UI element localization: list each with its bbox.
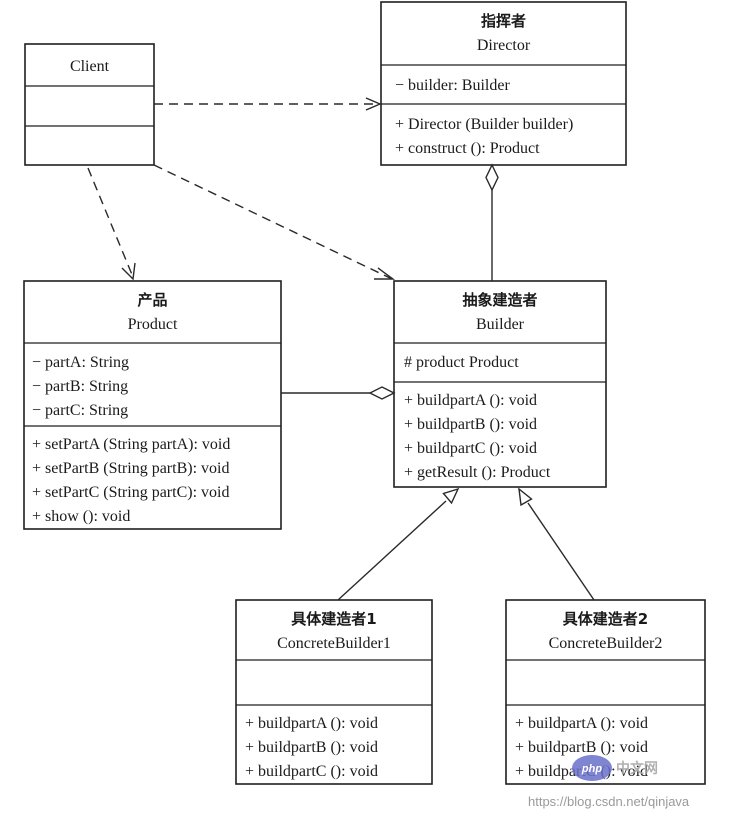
product-operation: + show (): void [32, 508, 130, 525]
product-attribute: − partB: String [32, 378, 128, 395]
client-box [24, 43, 155, 166]
builder-operation: + buildpartA (): void [404, 392, 537, 409]
director-box [380, 1, 627, 166]
watermark-php: php [581, 763, 602, 775]
director-name-en: Director [477, 37, 531, 54]
dependency-client-director [154, 97, 382, 111]
dependency-client-product [87, 167, 136, 281]
watermark-url: https://blog.csdn.net/qinjava [528, 794, 690, 809]
product-attribute: − partC: String [32, 402, 128, 419]
builder-operation: + buildpartC (): void [404, 440, 537, 457]
class-builder: 抽象建造者 Builder # product Product + buildp… [393, 280, 607, 488]
php-logo-icon [572, 755, 612, 781]
class-concrete-builder-1: 具体建造者1 ConcreteBuilder1 + buildpartA ():… [235, 599, 433, 785]
concrete-builder-1-operation: + buildpartC (): void [245, 763, 378, 780]
aggregation-diamond-icon [485, 163, 499, 192]
class-concrete-builder-2: 具体建造者2 ConcreteBuilder2 + buildpartA ():… [505, 599, 706, 785]
concrete-builder-2-operation: + buildpartB (): void [515, 739, 648, 756]
builder-attribute: # product Product [404, 354, 519, 371]
watermark-badge: php 中文网 [572, 755, 658, 781]
open-arrow-icon [374, 267, 396, 280]
product-operation: + setPartC (String partC): void [32, 484, 229, 501]
concrete-builder-1-box [235, 599, 433, 785]
concrete-builder-2-name-zh: 具体建造者2 [563, 610, 648, 628]
product-operation: + setPartB (String partB): void [32, 460, 229, 477]
builder-name-zh: 抽象建造者 [462, 291, 537, 309]
inheritance-triangle-icon [442, 487, 460, 505]
dependency-client-builder [153, 164, 396, 280]
product-name-en: Product [128, 316, 178, 333]
builder-operation: + getResult (): Product [404, 464, 551, 481]
builder-operation: + buildpartB (): void [404, 416, 537, 433]
class-client: Client [24, 43, 155, 166]
product-name-zh: 产品 [137, 291, 167, 309]
aggregation-product-builder [281, 386, 396, 400]
concrete-builder-1-operation: + buildpartA (): void [245, 715, 378, 732]
open-arrow-icon [121, 262, 136, 281]
director-attribute: − builder: Builder [395, 77, 510, 94]
generalization-concrete2-builder [518, 487, 595, 601]
client-name: Client [70, 58, 110, 75]
product-box [23, 280, 282, 530]
product-operation: + setPartA (String partA): void [32, 436, 230, 453]
open-arrow-icon [365, 97, 382, 111]
aggregation-director-builder [485, 163, 499, 281]
product-attribute: − partA: String [32, 354, 129, 371]
director-operation: + Director (Builder builder) [395, 116, 573, 133]
concrete-builder-2-box [505, 599, 706, 785]
inheritance-triangle-icon [518, 487, 533, 507]
concrete-builder-2-operation: + buildpartA (): void [515, 715, 648, 732]
class-director: 指挥者 Director − builder: Builder + Direct… [380, 1, 627, 166]
concrete-builder-1-operation: + buildpartB (): void [245, 739, 378, 756]
builder-box [393, 280, 607, 488]
class-product: 产品 Product − partA: String − partB: Stri… [23, 280, 282, 530]
concrete-builder-1-name-en: ConcreteBuilder1 [277, 635, 391, 652]
aggregation-diamond-icon [368, 386, 396, 400]
director-operation: + construct (): Product [395, 140, 540, 157]
builder-name-en: Builder [476, 316, 525, 333]
watermark-cn: 中文网 [616, 760, 658, 777]
concrete-builder-1-name-zh: 具体建造者1 [291, 610, 376, 628]
generalization-concrete1-builder [337, 487, 460, 601]
concrete-builder-2-name-en: ConcreteBuilder2 [549, 635, 663, 652]
director-name-zh: 指挥者 [481, 12, 526, 30]
